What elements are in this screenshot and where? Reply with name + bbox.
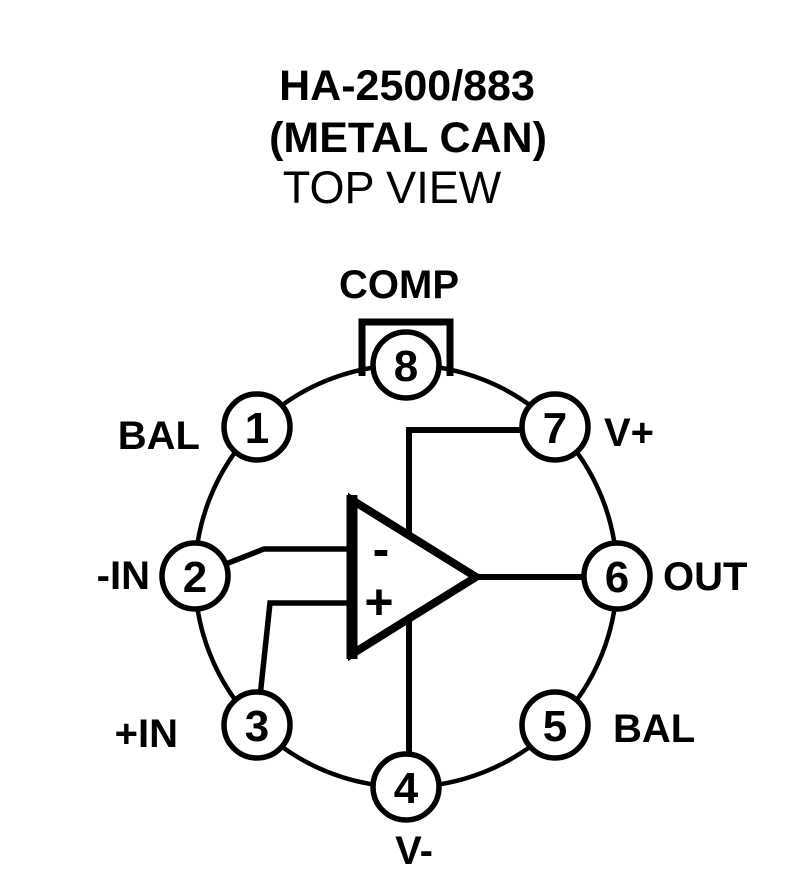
pin-3-number: 3 <box>245 702 269 751</box>
pin-7-circle <box>519 391 591 463</box>
pin-4-label: V- <box>395 829 433 873</box>
pin-6-number: 6 <box>605 553 629 602</box>
opamp-inverting-sign: - <box>373 521 390 577</box>
pin-6-circle <box>581 540 653 612</box>
pin-8-number: 8 <box>394 342 418 391</box>
pin-2-circle <box>159 540 231 612</box>
pin-4-number: 4 <box>394 764 419 813</box>
vplus-vminus-trace <box>406 427 555 787</box>
pin-2-label: -IN <box>97 554 150 598</box>
pin-1-number: 1 <box>245 404 269 453</box>
pin-8-label: COMP <box>339 263 459 307</box>
title-package-type: (METAL CAN) <box>269 114 547 162</box>
pin-4-circle <box>370 751 442 823</box>
pin-1-label: BAL <box>118 414 200 458</box>
pin-5-circle <box>519 689 591 761</box>
pin-6-label: OUT <box>663 555 747 599</box>
pin-7-label: V+ <box>604 411 654 455</box>
title-part-number: HA-2500/883 <box>279 62 535 110</box>
tab-marker <box>358 318 454 376</box>
title-view-label: TOP VIEW <box>283 162 502 213</box>
pin-3-circle <box>221 689 293 761</box>
pin-8-circle <box>370 329 442 401</box>
pin-7-number: 7 <box>543 404 567 453</box>
pin-2-number: 2 <box>183 553 207 602</box>
opamp-noninverting-sign: + <box>364 574 393 630</box>
pin-3-label: +IN <box>115 712 178 756</box>
noninverting-input-trace <box>254 600 352 726</box>
pin-5-label: BAL <box>613 707 695 751</box>
pin-5-number: 5 <box>543 702 567 751</box>
pin-1-circle <box>221 391 293 463</box>
